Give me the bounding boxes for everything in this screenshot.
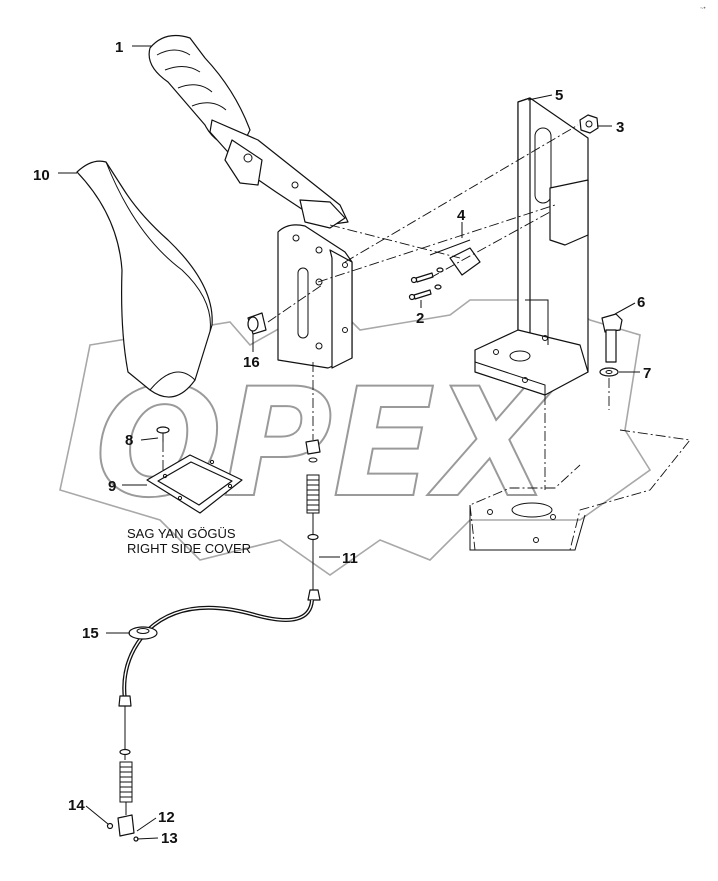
gasket-ring <box>146 454 243 514</box>
callout-9: 9 <box>108 478 116 495</box>
callout-5: 5 <box>555 87 563 104</box>
note-line-tr: SAG YAN GÖGÜS <box>127 526 236 541</box>
callout-7: 7 <box>643 365 651 382</box>
callout-3: 3 <box>616 119 624 136</box>
callout-16: 16 <box>243 354 260 371</box>
pin <box>247 312 267 335</box>
callout-14: 14 <box>68 797 85 814</box>
callout-13: 13 <box>161 830 178 847</box>
callout-4: 4 <box>457 207 466 224</box>
right-side-cover <box>469 429 691 551</box>
lever-bracket <box>277 224 353 369</box>
callout-11: 11 <box>342 550 358 567</box>
ferrule <box>128 626 158 640</box>
lower-rod-and-spring <box>118 695 133 815</box>
callout-8: 8 <box>125 432 133 449</box>
washer <box>599 367 619 377</box>
clevis <box>106 814 139 842</box>
callout-10: 10 <box>33 167 50 184</box>
callout-6: 6 <box>637 294 645 311</box>
screws-and-washers <box>408 267 444 301</box>
boot-gaiter <box>76 160 213 398</box>
screw <box>156 426 170 442</box>
callout-12: 12 <box>158 809 175 826</box>
main-bracket <box>474 97 589 396</box>
brake-cable <box>122 439 321 701</box>
callout-1: 1 <box>115 39 123 56</box>
callout-2: 2 <box>416 310 424 327</box>
nut <box>579 114 599 134</box>
callout-labels: 1 2 3 4 5 6 7 8 9 10 11 12 13 14 15 16 <box>33 39 651 847</box>
handbrake-handle <box>148 35 349 229</box>
bolt <box>601 313 623 363</box>
note-line-en: RIGHT SIDE COVER <box>127 541 251 556</box>
callout-15: 15 <box>82 625 99 642</box>
corner-mark: ~• <box>700 6 706 12</box>
leader-lines <box>58 45 640 840</box>
assembly-lines <box>162 124 610 490</box>
